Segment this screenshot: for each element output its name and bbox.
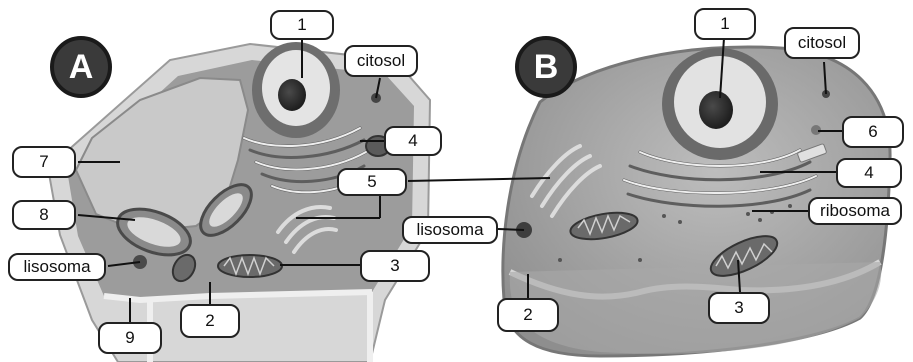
label-b-4: 4 — [836, 158, 902, 188]
label-a-2: 2 — [180, 304, 240, 338]
label-a-1: 1 — [270, 10, 334, 40]
panel-b-badge: B — [515, 36, 577, 98]
label-b-3: 3 — [708, 292, 770, 324]
label-b-1: 1 — [694, 8, 756, 40]
panel-a-badge: A — [50, 36, 112, 98]
label-b-lisosoma: lisosoma — [402, 216, 498, 244]
label-b-citosol: citosol — [784, 27, 860, 59]
label-b-ribosoma: ribosoma — [808, 197, 902, 225]
label-b-2: 2 — [497, 298, 559, 332]
label-a-lisosoma: lisosoma — [8, 253, 106, 281]
nucleolus — [699, 91, 733, 129]
label-a-4: 4 — [384, 126, 442, 156]
label-a-citosol: citosol — [344, 45, 418, 77]
mitochondrion — [218, 255, 282, 277]
label-a-9: 9 — [98, 322, 162, 354]
label-a-5: 5 — [337, 168, 407, 196]
label-b-6: 6 — [842, 116, 904, 148]
label-a-8: 8 — [12, 200, 76, 230]
label-a-7: 7 — [12, 146, 76, 178]
nucleolus — [278, 79, 306, 111]
label-a-3: 3 — [360, 250, 430, 282]
